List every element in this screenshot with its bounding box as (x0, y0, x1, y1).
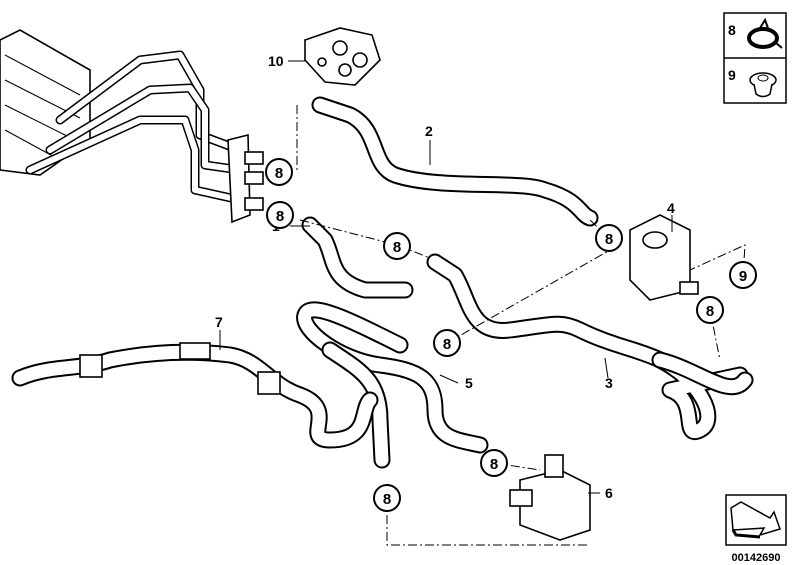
drawing-number: 00142690 (732, 552, 781, 564)
hose-1 (301, 216, 414, 299)
svg-text:8: 8 (706, 303, 714, 320)
hose-7 (11, 342, 379, 449)
label-part-3: 3 (605, 375, 613, 391)
svg-text:9: 9 (739, 268, 747, 285)
part-10-flange (304, 27, 381, 86)
callout-clamp: 8 (595, 224, 623, 252)
svg-text:8: 8 (383, 491, 391, 508)
grommet-icon (749, 72, 777, 98)
callout-clamp: 8 (373, 484, 401, 512)
legend-number-9: 9 (728, 67, 736, 83)
label-part-7: 7 (215, 314, 223, 330)
svg-text:8: 8 (605, 231, 613, 248)
label-part-4: 4 (667, 200, 675, 216)
label-part-10: 10 (268, 53, 284, 69)
callout-grommet: 9 (729, 261, 757, 289)
callout-clamp: 8 (433, 329, 461, 357)
label-part-5: 5 (465, 375, 473, 391)
legend-box: 8 9 (723, 12, 787, 104)
label-part-6: 6 (605, 485, 613, 501)
part-4-valve (629, 214, 699, 301)
svg-text:8: 8 (275, 165, 283, 182)
direction-arrow-icon (725, 494, 787, 546)
hose-3 (426, 253, 754, 440)
part-6-pump (509, 454, 591, 541)
callout-clamp: 8 (696, 296, 724, 324)
label-part-2: 2 (425, 123, 433, 139)
callout-clamp: 8 (266, 201, 294, 229)
hose-2 (311, 96, 599, 227)
callout-clamp: 8 (265, 158, 293, 186)
svg-text:8: 8 (443, 336, 451, 353)
callout-clamp: 8 (383, 232, 411, 260)
heater-pipes (25, 50, 264, 224)
hose-5 (296, 301, 489, 469)
callout-clamp: 8 (480, 449, 508, 477)
hose-clamp-icon (747, 17, 783, 49)
legend-number-8: 8 (728, 22, 736, 38)
leader-lines (219, 60, 746, 546)
svg-text:8: 8 (490, 456, 498, 473)
svg-text:8: 8 (276, 208, 284, 225)
svg-text:8: 8 (393, 239, 401, 256)
